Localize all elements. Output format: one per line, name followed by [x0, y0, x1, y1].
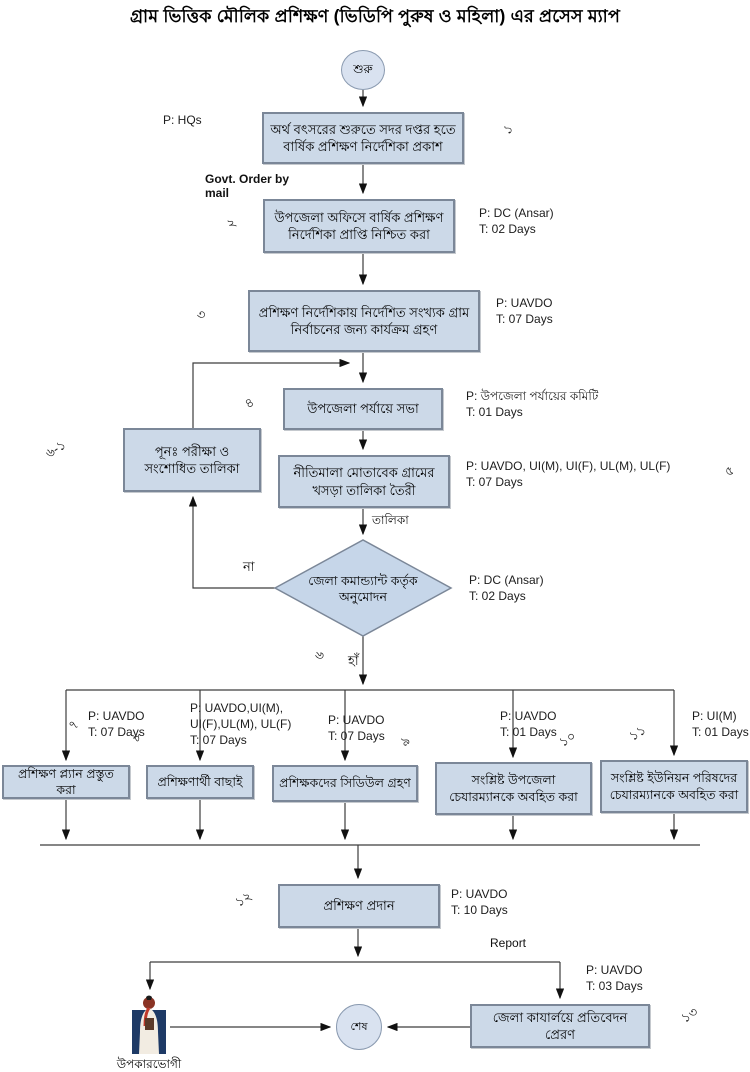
step-10-annotation: P: UAVDO T: 01 Days	[500, 708, 557, 740]
step-2-box: উপজেলা অফিসে বার্ষিক প্রশিক্ষণ নির্দেশিক…	[263, 199, 455, 253]
step-12-annotation: P: UAVDO T: 10 Days	[451, 886, 508, 918]
step-5-box: নীতিমালা মোতাবেক গ্রামের খসড়া তালিকা তৈ…	[278, 455, 450, 508]
annotation-line: P: UAVDO	[496, 296, 553, 310]
annotation-line: T: 02 Days	[469, 589, 526, 604]
list-edge-label: তালিকা	[372, 513, 409, 527]
label-line: mail	[205, 186, 230, 200]
step-8-box: প্রশিক্ষণার্থী বাছাই	[146, 765, 254, 799]
step-5-annotation: P: UAVDO, UI(M), UI(F), UL(M), UL(F) T: …	[466, 458, 670, 490]
step-13-box: জেলা কাযার্লয়ে প্রতিবেদন প্রেরণ	[470, 1004, 650, 1048]
annotation-line: P: UAVDO	[88, 709, 145, 723]
step-7-box: প্রশিক্ষণ প্ল্যান প্রস্তুত করা	[2, 765, 130, 799]
annotation-line: P: UAVDO	[328, 713, 385, 727]
annotation-line: P: HQs	[163, 113, 202, 127]
end-terminal: শেষ	[336, 1004, 382, 1050]
annotation-line: T: 07 Days	[88, 725, 145, 740]
step-8-annotation: P: UAVDO,UI(M), UI(F),UL(M), UL(F) T: 07…	[190, 700, 291, 749]
annotation-line: T: 07 Days	[190, 733, 247, 748]
annotation-line: T: 03 Days	[586, 979, 643, 994]
annotation-line: T: 10 Days	[451, 903, 508, 918]
decision-annotation: P: DC (Ansar) T: 02 Days	[469, 572, 544, 604]
label-line: Govt. Order by	[205, 172, 290, 186]
annotation-line: P: UI(M)	[692, 709, 737, 723]
annotation-line: T: 07 Days	[328, 729, 385, 744]
yes-branch-label: হাঁ	[348, 653, 359, 668]
step-3-annotation: P: UAVDO T: 07 Days	[496, 295, 553, 327]
step-1-box: অর্থ বৎসরের শুরুতে সদর দপ্তর হতে বার্ষিক…	[262, 112, 464, 164]
step-4-box: উপজেলা পর্যায়ে সভা	[283, 388, 443, 430]
annotation-line: T: 02 Days	[479, 222, 536, 237]
govt-order-label: Govt. Order by mail	[205, 172, 289, 200]
no-branch-label: না	[243, 559, 255, 574]
step-9-annotation: P: UAVDO T: 07 Days	[328, 712, 385, 744]
annotation-line: T: 07 Days	[466, 475, 523, 490]
page-title: গ্রাম ভিত্তিক মৌলিক প্রশিক্ষণ (ভিডিপি পু…	[129, 6, 621, 26]
annotation-line: P: DC (Ansar)	[479, 206, 554, 220]
annotation-line: P: উপজেলা পর্যায়ের কমিটি	[466, 389, 599, 403]
step-10-box: সংশ্লিষ্ট উপজেলা চেযারম্যানকে অবহিত করা	[435, 762, 592, 815]
decision-diamond-label: জেলা কমান্ড্যান্ট কর্তৃক অনুমোদন	[308, 573, 418, 604]
annotation-line: P: UAVDO	[451, 887, 508, 901]
annotation-line: P: UAVDO	[500, 709, 557, 723]
beneficiary-icon	[132, 995, 166, 1054]
annotation-line: P: DC (Ansar)	[469, 573, 544, 587]
step-11-annotation: P: UI(M) T: 01 Days	[692, 708, 749, 740]
step-12-box: প্রশিক্ষণ প্রদান	[278, 884, 440, 928]
step-7-annotation: P: UAVDO T: 07 Days	[88, 708, 145, 740]
step-2-annotation: P: DC (Ansar) T: 02 Days	[479, 205, 554, 237]
annotation-line: P: UAVDO	[586, 963, 643, 977]
annotation-line: P: UAVDO, UI(M), UI(F), UL(M), UL(F)	[466, 459, 671, 473]
annotation-line: T: 07 Days	[496, 312, 553, 327]
annotation-line: P: UAVDO,UI(M),	[190, 701, 284, 715]
annotation-line: T: 01 Days	[466, 405, 523, 420]
report-edge-label: Report	[490, 936, 527, 950]
step-11-box: সংশ্লিষ্ট ইউনিয়ন পরিষদের চেযারম্যানকে অ…	[600, 760, 748, 813]
annotation-line: UI(F),UL(M), UL(F)	[190, 717, 292, 732]
step-3-box: প্রশিক্ষণ নির্দেশিকায় নির্দেশিত সংখ্যক …	[248, 290, 480, 352]
annotation-line: T: 01 Days	[500, 725, 557, 740]
step-13-annotation: P: UAVDO T: 03 Days	[586, 962, 643, 994]
beneficiary-label: উপকারভোগী	[116, 1057, 182, 1071]
start-terminal: শুরু	[341, 50, 385, 90]
decision-diamond-shape	[273, 539, 453, 637]
step-1-annotation: P: HQs	[163, 112, 202, 128]
revision-feedback-box: পূনঃ পরীক্ষা ও সংশোধিত তালিকা	[123, 428, 261, 492]
step-4-annotation: P: উপজেলা পর্যায়ের কমিটি T: 01 Days	[466, 388, 598, 420]
step-9-box: প্রশিক্ষকদের সিডিউল গ্রহণ	[272, 765, 418, 802]
annotation-line: T: 01 Days	[692, 725, 749, 740]
